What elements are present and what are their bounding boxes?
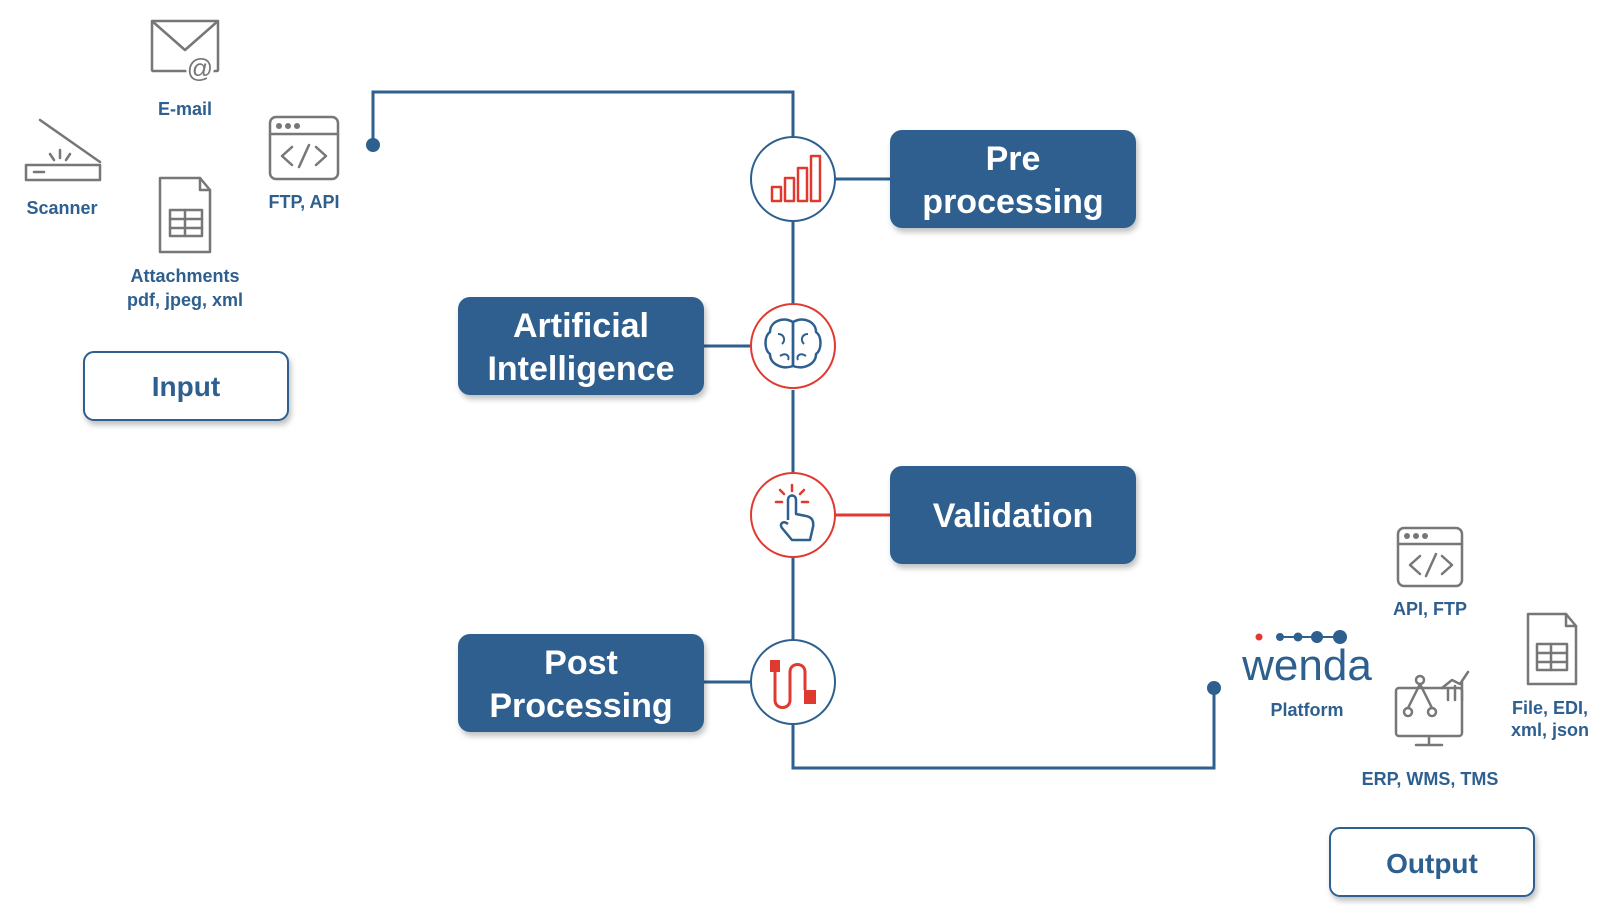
pre-processing-title-line2: processing [922,183,1103,221]
cable-plug-icon [770,660,816,709]
api-ftp-label: API, FTP [1393,599,1467,619]
pre-processing-title-line1: Pre [986,140,1041,178]
output-title: Output [1386,848,1478,879]
touch-hand-icon [774,483,815,542]
scanner-label: Scanner [26,198,97,218]
erp-network-icon [1394,670,1470,747]
post-processing-box: Post Processing [458,634,704,732]
output-code-window-icon [1396,526,1464,588]
output-box: Output [1329,827,1535,897]
ai-title-line1: Artificial [513,307,649,345]
post-processing-title-line2: Processing [489,687,672,725]
scanner-icon [24,118,102,182]
ai-box: Artificial Intelligence [458,297,704,395]
input-title: Input [152,371,220,402]
xml-json-label: xml, json [1511,720,1589,740]
wenda-wordmark: wenda [1241,641,1372,690]
svg-text:@: @ [187,53,213,83]
validation-box: Validation [890,466,1136,564]
attachments-label: Attachments [130,266,239,286]
file-edi-label: File, EDI, [1512,698,1588,718]
ai-step-icon [750,303,836,389]
ftp-api-label: FTP, API [268,192,339,212]
pre-processing-box: Pre processing [890,130,1136,228]
input-box: Input [83,351,289,421]
pre-processing-step-icon [750,136,836,222]
wenda-logo: wenda [1241,630,1372,690]
validation-title: Validation [933,497,1094,535]
erp-wms-tms-label: ERP, WMS, TMS [1362,769,1499,789]
brain-icon [764,318,822,369]
email-icon: @ [150,19,220,83]
spreadsheet-file-icon [158,176,212,254]
validation-step-icon [750,472,836,558]
attachments-formats-label: pdf, jpeg, xml [127,290,243,310]
output-spreadsheet-file-icon [1526,612,1578,686]
code-window-icon [268,115,340,181]
email-label: E-mail [158,99,212,119]
ai-title-line2: Intelligence [487,350,674,388]
connector-lines [366,90,1221,770]
platform-label: Platform [1270,700,1343,720]
post-processing-step-icon [750,639,836,725]
post-processing-title-line1: Post [544,644,618,682]
signal-bars-icon [770,154,822,203]
